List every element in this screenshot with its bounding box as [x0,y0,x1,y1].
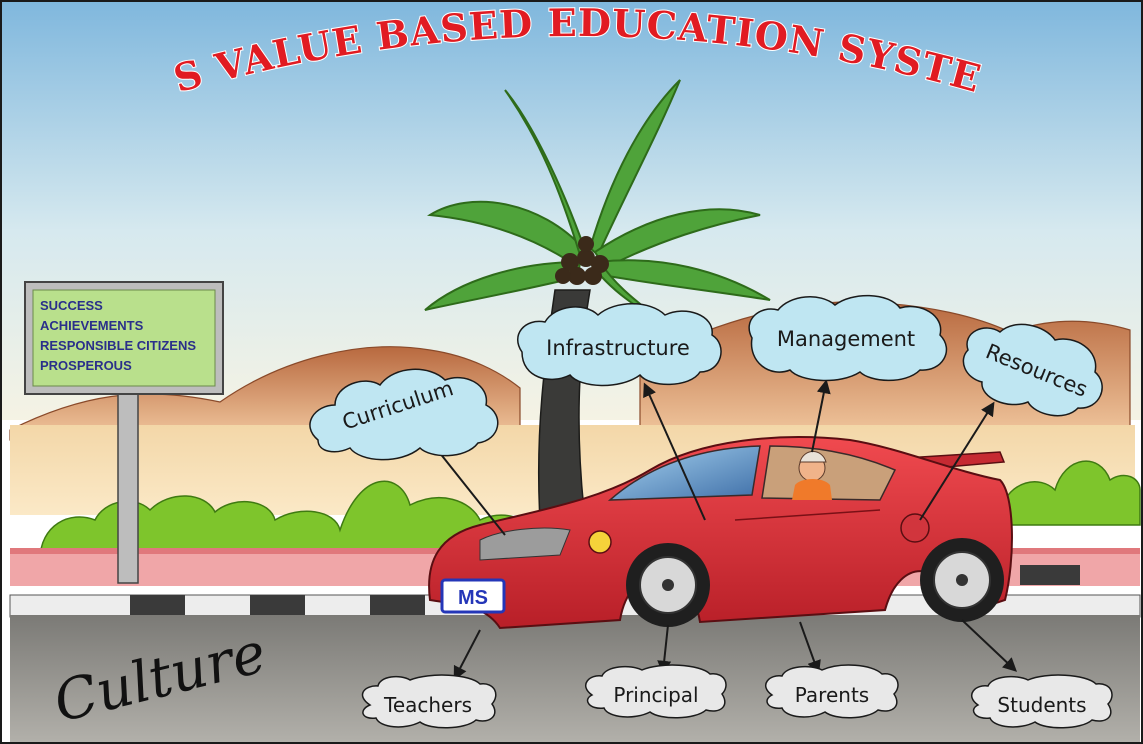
signboard [24,281,224,584]
principal-bubble [585,664,727,719]
ground-label-students: Students [997,693,1086,717]
cloud-shapes [309,294,1103,461]
sign-line-success: SUCCESS [40,298,103,313]
ground-label-parents: Parents [795,683,869,707]
bushes [39,460,1141,566]
front-wheel [626,543,710,627]
management-cloud-shape [748,294,948,382]
ground-label-teachers: Teachers [383,693,472,717]
infrastructure-cloud-shape [516,303,722,387]
ground-bubbles [361,664,1113,729]
students-bubble [971,674,1113,729]
ground-label-principal: Principal [613,683,698,707]
number-plate [440,578,506,614]
red-sports-car [428,436,1013,630]
road [10,615,1140,744]
number-plate-text: MS [458,587,488,609]
rear-wheel [920,538,1004,622]
teachers-bubble [361,674,497,729]
resources-cloud-shape [962,323,1103,417]
sign-line-prosperous: PROSPEROUS [40,358,132,373]
sign-line-achievements: ACHIEVEMENTS [40,318,144,333]
cloud-label-management: Management [777,327,915,351]
sign-line-responsible-citizens: RESPONSIBLE CITIZENS [40,338,196,353]
cloud-label-infrastructure: Infrastructure [546,336,690,360]
curriculum-cloud-shape [309,368,499,461]
parents-bubble [765,664,899,719]
